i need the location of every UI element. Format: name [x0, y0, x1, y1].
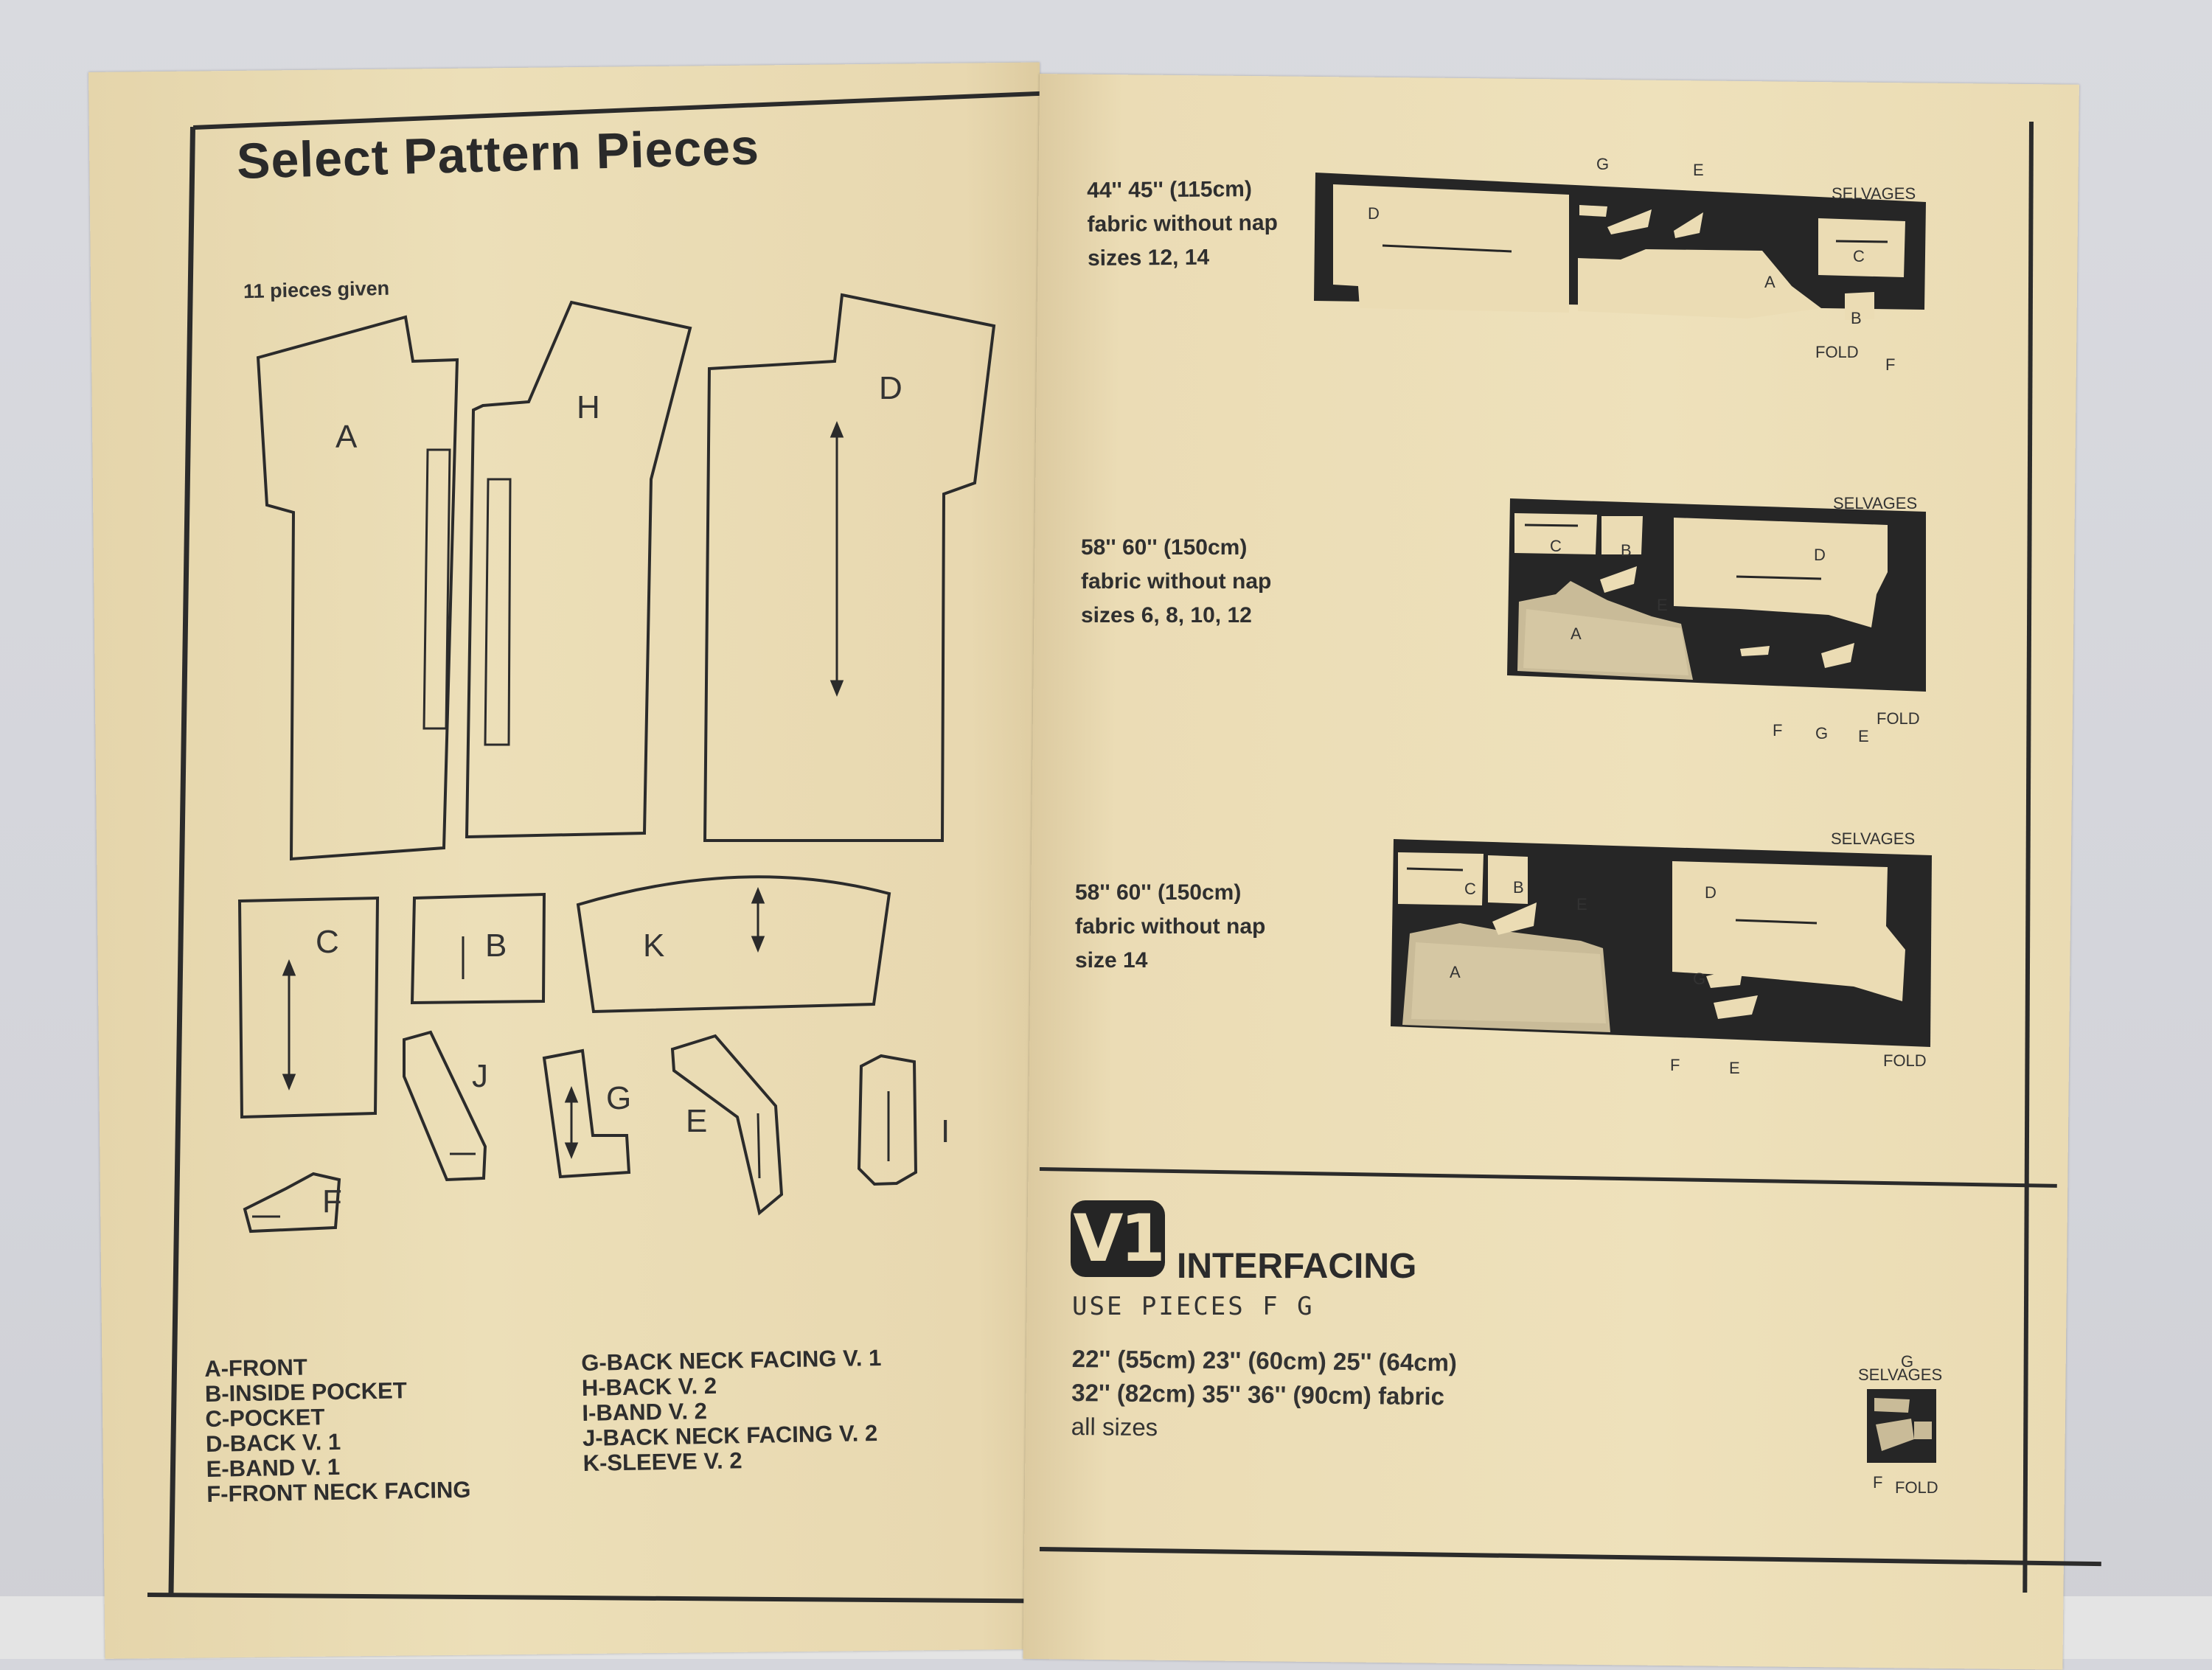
piece-i-outline [857, 1054, 918, 1186]
piece-label-k: K [643, 928, 665, 964]
legend-right-column: G-BACK NECK FACING V. 1 H-BACK V. 2 I-BA… [580, 1344, 883, 1476]
piece-j-outline [403, 1030, 487, 1182]
layout-2-piece-b: B [1621, 541, 1632, 560]
piece-label-h: H [577, 389, 600, 425]
piece-k-outline [576, 875, 891, 1014]
layout-1-selvages: SELVAGES [1832, 184, 1916, 203]
layout-2-piece-c: C [1550, 537, 1562, 555]
piece-b-outline [410, 892, 546, 1005]
legend-item: G-BACK NECK FACING V. 1 [580, 1344, 882, 1376]
piece-label-f: F [322, 1183, 342, 1220]
legend-left-column: A-FRONT B-INSIDE POCKET C-POCKET D-BACK … [204, 1352, 471, 1507]
layout-3-nap: fabric without nap [1075, 914, 1266, 939]
layout-1-label-g: G [1596, 155, 1610, 173]
piece-label-d: D [879, 370, 902, 406]
piece-label-g: G [606, 1080, 632, 1116]
piece-d-outline [703, 293, 996, 842]
piece-f-outline [243, 1172, 341, 1234]
interfacing-selvages: SELVAGES [1858, 1365, 1943, 1384]
legend-item: J-BACK NECK FACING V. 2 [582, 1420, 878, 1451]
layout-2-fold: FOLD [1877, 709, 1920, 728]
layout-1-fold: FOLD [1815, 343, 1859, 361]
layout-1-nap: fabric without nap [1087, 210, 1279, 237]
layout-2-nap: fabric without nap [1081, 569, 1272, 594]
layout-3-piece-a: A [1450, 963, 1461, 981]
piece-label-a: A [335, 419, 358, 455]
layout-2-width: 58'' 60'' (150cm) [1081, 535, 1248, 560]
piece-c-outline [237, 896, 380, 1119]
piece-label-j: J [472, 1058, 488, 1094]
layout-2-piece-d: D [1814, 546, 1826, 564]
interfacing-fabric-line: all sizes [1071, 1412, 1158, 1441]
interfacing-fabric-line: 32'' (82cm) 35'' 36'' (90cm) fabric [1071, 1378, 1445, 1410]
legend-item: K-SLEEVE V. 2 [582, 1447, 742, 1476]
layout-1-piece-a: A [1764, 273, 1775, 291]
layout-2-label-g: G [1815, 724, 1829, 742]
layout-3-selvages: SELVAGES [1831, 829, 1916, 848]
piece-label-i: I [941, 1113, 950, 1149]
layout-2-sizes: sizes 6, 8, 10, 12 [1081, 603, 1252, 627]
layout-2-piece-a: A [1571, 624, 1582, 643]
layout-2-label-f: F [1773, 721, 1783, 740]
interfacing-fabric-text: 22'' (55cm) 23'' (60cm) 25'' (64cm) 32''… [1071, 1342, 1458, 1447]
interfacing-diagram [1867, 1389, 1936, 1463]
layout-2-label-e: E [1858, 727, 1869, 745]
layout-3-piece-g: G [1693, 970, 1706, 988]
layout-3-piece-e: E [1576, 895, 1587, 914]
layout-1-sizes: sizes 12, 14 [1087, 245, 1210, 271]
layout-2-text: 58'' 60'' (150cm) fabric without nap siz… [1081, 531, 1271, 633]
piece-h-strip [484, 478, 512, 746]
layout-3-label-f: F [1670, 1056, 1680, 1074]
interfacing-fold: FOLD [1895, 1478, 1938, 1497]
layout-3-text: 58'' 60'' (150cm) fabric without nap siz… [1075, 876, 1265, 978]
interfacing-use-pieces: USE PIECES F G [1072, 1292, 1315, 1321]
layout-2-selvages: SELVAGES [1833, 494, 1918, 512]
piece-a-outline [256, 315, 459, 861]
interfacing-label-f: F [1873, 1473, 1883, 1492]
layout-3-diagram [1391, 839, 1932, 1047]
layout-3-piece-d: D [1705, 883, 1717, 902]
piece-label-c: C [316, 924, 339, 960]
layout-1-piece-c: C [1853, 247, 1865, 265]
layout-3-fold: FOLD [1883, 1051, 1927, 1070]
legend-item: F-FRONT NECK FACING [206, 1476, 471, 1507]
interfacing-title: INTERFACING [1177, 1247, 1417, 1286]
layout-3-width: 58'' 60'' (150cm) [1075, 880, 1242, 905]
view-1-badge: V1 [1071, 1200, 1166, 1277]
piece-label-b: B [485, 928, 507, 964]
layout-3-piece-b: B [1513, 878, 1524, 897]
interfacing-label-g: G [1901, 1352, 1914, 1371]
layout-1-diagram [1314, 173, 1926, 320]
layout-1-label-f: F [1885, 355, 1896, 374]
layout-2-piece-e: E [1657, 596, 1668, 614]
layout-1-text: 44'' 45'' (115cm) fabric without nap siz… [1087, 173, 1279, 276]
layout-3-piece-c: C [1464, 880, 1476, 898]
layout-1-piece-d: D [1368, 204, 1380, 223]
interfacing-fabric-line: 22'' (55cm) 23'' (60cm) 25'' (64cm) [1071, 1344, 1458, 1377]
layout-1-label-e: E [1693, 161, 1704, 179]
layout-1-piece-b: B [1851, 309, 1862, 327]
piece-label-e: E [686, 1103, 708, 1139]
piece-e-outline [670, 1034, 784, 1216]
piece-h-outline [465, 300, 692, 839]
layout-2-diagram [1507, 498, 1926, 692]
layout-3-sizes: size 14 [1075, 948, 1148, 973]
piece-a-strip [422, 448, 451, 730]
piece-g-outline [542, 1048, 631, 1179]
pattern-pieces-drawing [237, 293, 996, 1234]
layout-1-width: 44'' 45'' (115cm) [1087, 177, 1253, 203]
layout-3-label-e: E [1729, 1059, 1740, 1077]
